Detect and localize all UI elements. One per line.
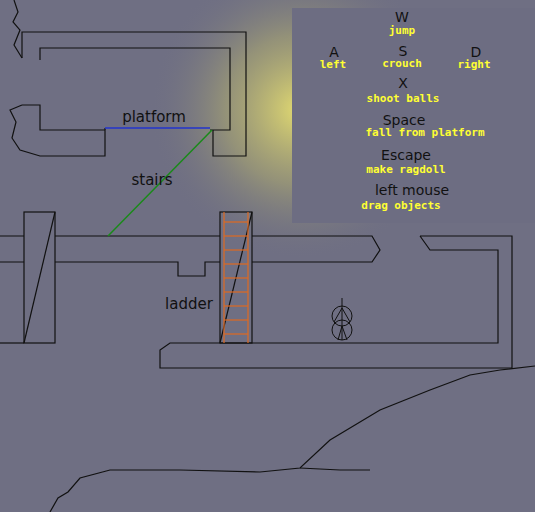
key-name: Escape	[381, 148, 431, 162]
controls-panel	[292, 8, 535, 223]
ladder-rung	[224, 305, 248, 306]
action-label: jump	[389, 25, 416, 36]
key-name: D	[471, 45, 482, 59]
ladder-rung	[224, 319, 248, 320]
key-name: Space	[383, 113, 426, 127]
key-name: S	[399, 44, 408, 58]
ladder-rung	[224, 333, 248, 334]
action-label: crouch	[382, 58, 422, 69]
action-label: fall from platform	[365, 127, 484, 138]
area-label: platform	[122, 110, 186, 125]
ladder-rung	[224, 291, 248, 292]
key-name: W	[395, 10, 409, 24]
ladder-rung	[224, 221, 248, 222]
light-glow	[150, 0, 535, 300]
ladder-rung	[224, 235, 248, 236]
key-name: left mouse	[375, 183, 449, 197]
player-figure	[332, 298, 352, 340]
key-name: A	[329, 45, 339, 59]
ladder-rung	[224, 249, 248, 250]
area-label: ladder	[165, 297, 213, 312]
action-label: make ragdoll	[366, 164, 445, 175]
key-name: X	[398, 76, 408, 90]
stairs-line	[108, 130, 212, 236]
action-label: right	[457, 59, 490, 70]
action-label: shoot balls	[367, 93, 440, 104]
action-label: drag objects	[361, 200, 440, 211]
ladder-rung	[224, 277, 248, 278]
ladder-symbol	[224, 212, 248, 343]
ladder-rung	[224, 263, 248, 264]
action-label: left	[320, 59, 347, 70]
platform-line	[105, 127, 210, 129]
area-label: stairs	[131, 173, 172, 188]
